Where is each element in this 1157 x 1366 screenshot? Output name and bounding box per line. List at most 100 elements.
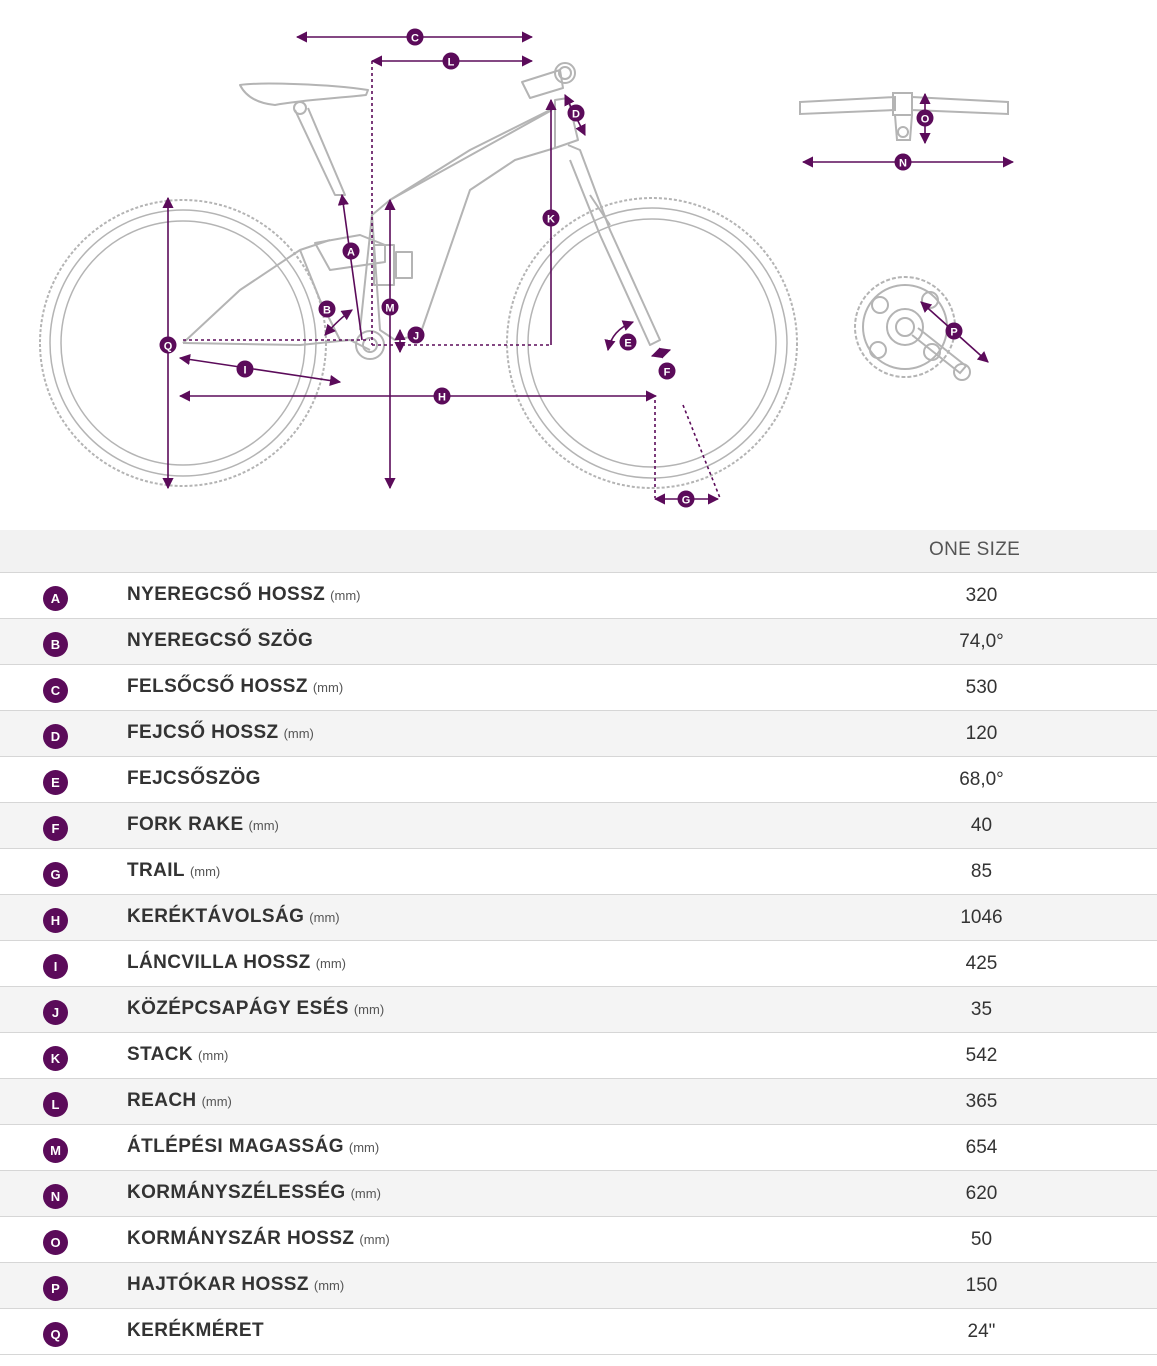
table-row: F FORK RAKE(mm) 40 — [0, 803, 1157, 849]
measurement-name: KORMÁNYSZÁR HOSSZ(mm) — [127, 1228, 390, 1249]
diagram-label-m: M — [381, 298, 399, 316]
svg-text:A: A — [347, 247, 355, 259]
table-row: C FELSŐCSŐ HOSSZ(mm) 530 — [0, 665, 1157, 711]
measurement-unit: (mm) — [189, 864, 221, 879]
measurement-value: 68,0° — [959, 769, 1004, 790]
measurement-value: 365 — [965, 1091, 998, 1112]
measurement-value: 150 — [965, 1275, 998, 1296]
measurement-value: 425 — [965, 953, 998, 974]
measurement-name: NYEREGCSŐ SZÖG — [127, 630, 314, 651]
measurement-value: 1046 — [960, 907, 1003, 928]
table-row: A NYEREGCSŐ HOSSZ(mm) 320 — [0, 573, 1157, 619]
measurement-name: ÁTLÉPÉSI MAGASSÁG(mm) — [127, 1136, 380, 1157]
svg-text:L: L — [448, 57, 455, 69]
diagram-label-c: C — [406, 28, 424, 46]
measurement-value: 320 — [965, 585, 998, 606]
svg-text:B: B — [323, 305, 331, 317]
diagram-label-k: K — [542, 209, 560, 227]
measurement-name: LÁNCVILLA HOSSZ(mm) — [127, 952, 347, 973]
svg-text:Q: Q — [164, 341, 173, 353]
row-letter-badge: I — [43, 954, 68, 979]
svg-text:F: F — [664, 367, 671, 379]
row-letter-badge: Q — [43, 1322, 68, 1347]
row-letter-badge: G — [43, 862, 68, 887]
diagram-label-a: A — [342, 242, 360, 260]
diagram-label-l: L — [442, 52, 460, 70]
svg-text:J: J — [413, 331, 419, 343]
diagram-label-n: N — [894, 153, 912, 171]
diagram-label-d: D — [567, 104, 585, 122]
measurement-value: 85 — [970, 861, 993, 882]
svg-text:C: C — [411, 33, 419, 45]
measurement-unit: (mm) — [350, 1186, 381, 1201]
table-row: D FEJCSŐ HOSSZ(mm) 120 — [0, 711, 1157, 757]
front-wheel — [506, 197, 798, 489]
row-letter-badge: O — [43, 1230, 68, 1255]
row-letter-badge: A — [43, 586, 68, 611]
svg-text:I: I — [243, 365, 246, 377]
svg-text:G: G — [682, 495, 691, 507]
svg-text:P: P — [950, 327, 957, 339]
measurement-name: KERÉKMÉRET — [127, 1320, 265, 1341]
table-row: L REACH(mm) 365 — [0, 1079, 1157, 1125]
measurement-unit: (mm) — [283, 726, 314, 741]
measurement-value: 24" — [967, 1321, 996, 1342]
svg-text:N: N — [899, 158, 907, 170]
measurement-value: 654 — [965, 1137, 998, 1158]
measurement-value: 40 — [970, 815, 993, 836]
handlebar-detail — [799, 92, 1009, 141]
measurement-name: STACK(mm) — [127, 1044, 229, 1065]
table-row: K STACK(mm) 542 — [0, 1033, 1157, 1079]
bike-frame — [182, 62, 661, 360]
measurement-unit: (mm) — [359, 1232, 390, 1247]
svg-text:O: O — [921, 114, 930, 126]
row-letter-badge: B — [43, 632, 68, 657]
row-letter-badge: C — [43, 678, 68, 703]
table-row: E FEJCSŐSZÖG 68,0° — [0, 757, 1157, 803]
row-letter-badge: M — [43, 1138, 68, 1163]
measurement-unit: (mm) — [313, 1278, 345, 1293]
measurement-value: 35 — [970, 999, 993, 1020]
geometry-table: ONE SIZE A NYEREGCSŐ HOSSZ(mm) 320 B NYE… — [0, 530, 1157, 1355]
measurement-name: REACH(mm) — [127, 1090, 232, 1111]
row-letter-badge: P — [43, 1276, 68, 1301]
measurement-unit: (mm) — [309, 910, 340, 925]
measurement-value: 120 — [965, 723, 998, 744]
diagram-label-q: Q — [159, 336, 177, 354]
row-letter-badge: N — [43, 1184, 68, 1209]
measurement-unit: (mm) — [348, 1140, 380, 1155]
table-row: N KORMÁNYSZÉLESSÉG(mm) 620 — [0, 1171, 1157, 1217]
diagram-label-h: H — [433, 387, 451, 405]
measurement-unit: (mm) — [330, 588, 361, 603]
svg-text:H: H — [438, 392, 446, 404]
measurement-value: 620 — [965, 1183, 998, 1204]
table-row: O KORMÁNYSZÁR HOSSZ(mm) 50 — [0, 1217, 1157, 1263]
svg-text:M: M — [385, 303, 394, 315]
table-row: Q KERÉKMÉRET 24" — [0, 1309, 1157, 1355]
diagram-label-j: J — [407, 326, 425, 344]
bike-geometry-diagram: C L D K A B M J Q I H E F G O N P — [39, 28, 1015, 508]
diagram-label-p: P — [945, 322, 963, 340]
measurement-name: FELSŐCSŐ HOSSZ(mm) — [127, 676, 344, 697]
measurement-name: KORMÁNYSZÉLESSÉG(mm) — [127, 1182, 381, 1203]
size-column-header: ONE SIZE — [929, 539, 1021, 560]
row-letter-badge: K — [43, 1046, 68, 1071]
table-row: B NYEREGCSŐ SZÖG 74,0° — [0, 619, 1157, 665]
measurement-value: 74,0° — [959, 631, 1004, 652]
measurement-name: NYEREGCSŐ HOSSZ(mm) — [127, 584, 361, 605]
measurement-unit: (mm) — [312, 680, 344, 695]
measurement-name: FEJCSŐ HOSSZ(mm) — [127, 722, 314, 743]
row-letter-badge: E — [43, 770, 68, 795]
svg-text:K: K — [547, 214, 555, 226]
diagram-label-o: O — [916, 109, 934, 127]
svg-text:D: D — [572, 109, 580, 121]
measurement-name: TRAIL(mm) — [127, 860, 221, 881]
row-letter-badge: F — [43, 816, 68, 841]
row-letter-badge: D — [43, 724, 68, 749]
table-row: G TRAIL(mm) 85 — [0, 849, 1157, 895]
measurement-unit: (mm) — [315, 956, 347, 971]
table-row: P HAJTÓKAR HOSSZ(mm) 150 — [0, 1263, 1157, 1309]
diagram-label-g: G — [677, 490, 695, 508]
diagram-labels: C L D K A B M J Q I H E F G O N P — [159, 28, 963, 508]
row-letter-badge: H — [43, 908, 68, 933]
